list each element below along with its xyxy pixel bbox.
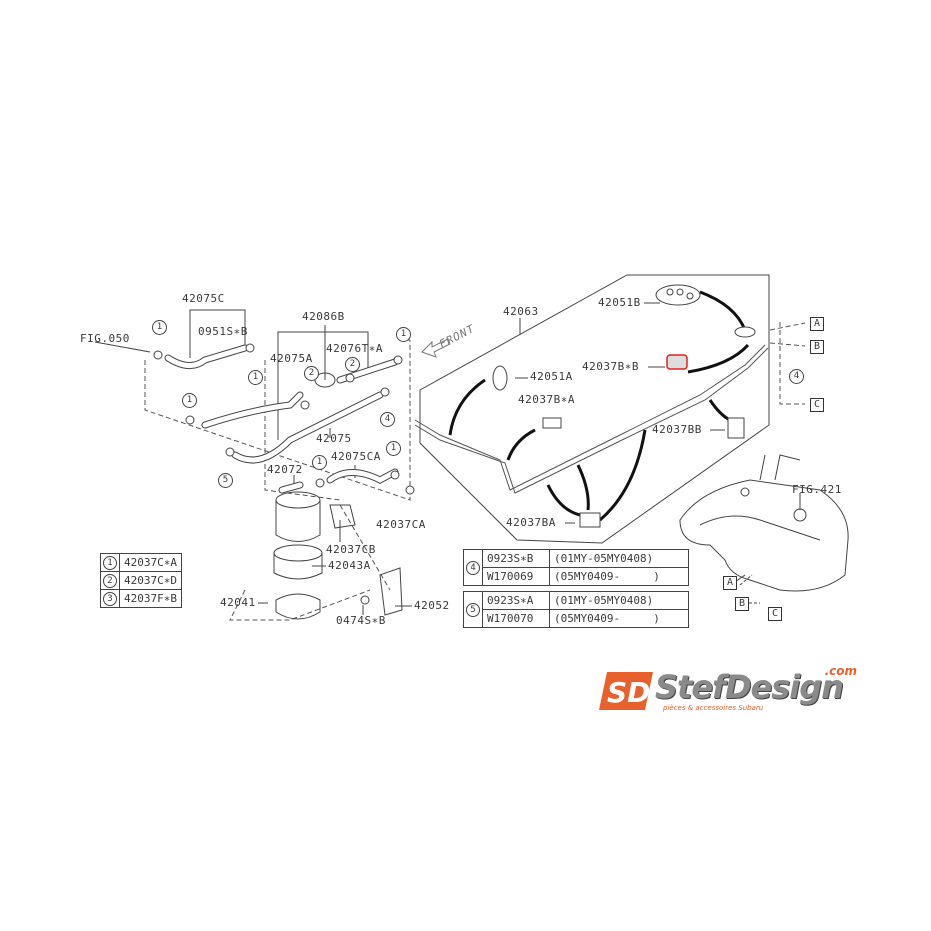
callout-4: 4 xyxy=(380,412,395,427)
part-label-42037CB: 42037CB xyxy=(326,543,376,556)
variant-number: 4 xyxy=(466,561,480,575)
variant-range: (01MY-05MY0408) xyxy=(549,549,690,568)
part-label-42063: 42063 xyxy=(503,305,539,318)
part-label-42051B: 42051B xyxy=(598,296,641,309)
variant-part: 0923S∗A xyxy=(482,591,550,610)
fuel-filter xyxy=(273,372,403,620)
pipe-clips-callout-lines xyxy=(448,290,750,522)
legend-number: 3 xyxy=(103,592,117,606)
callout-5: 5 xyxy=(218,473,233,488)
clip-parts xyxy=(492,284,756,528)
variant-range: (05MY0409- ) xyxy=(549,609,690,628)
svg-text:SD: SD xyxy=(607,676,650,709)
part-label-42037BA: 42037BA xyxy=(506,516,556,529)
variant-part: W170069 xyxy=(482,567,550,586)
highlighted-part-42037B-B xyxy=(666,354,688,370)
callout-4: 4 xyxy=(789,369,804,384)
part-label-42075A: 42075A xyxy=(270,352,313,365)
part-label-42076T-A: 42076T∗A xyxy=(326,342,383,355)
callout-1: 1 xyxy=(312,455,327,470)
part-label-42072: 42072 xyxy=(267,463,303,476)
variant-row: W170069(05MY0409- ) xyxy=(464,567,690,586)
front-arrow-icon xyxy=(421,338,451,358)
variant-number: 5 xyxy=(466,603,480,617)
connector-c: C xyxy=(768,607,782,621)
connector-b: B xyxy=(735,597,749,611)
clamps xyxy=(153,343,415,495)
legend-number: 2 xyxy=(103,574,117,588)
logo-tld: .com xyxy=(824,664,857,678)
callout-1: 1 xyxy=(152,320,167,335)
legend-part: 42037F∗B xyxy=(119,589,182,608)
logo-name: StefDesign xyxy=(655,668,844,706)
logo-tagline: pièces & accessoires Subaru xyxy=(663,704,764,712)
connector-a: A xyxy=(723,576,737,590)
connector-a: A xyxy=(810,317,824,331)
legend-part: 42037C∗D xyxy=(119,571,182,590)
part-label-42051A: 42051A xyxy=(530,370,573,383)
fuel-pipes xyxy=(414,344,769,494)
callout-2: 2 xyxy=(345,357,360,372)
part-label-42041: 42041 xyxy=(220,596,256,609)
part-label-42043A: 42043A xyxy=(328,559,371,572)
part-label-42086B: 42086B xyxy=(302,310,345,323)
part-label-42037CA: 42037CA xyxy=(376,518,426,531)
part-label-42052: 42052 xyxy=(414,599,450,612)
callout-2: 2 xyxy=(304,366,319,381)
fuel-line-assembly-outline xyxy=(419,274,770,544)
stefdesign-logo[interactable]: SD StefDesign .com pièces & accessoires … xyxy=(597,664,859,718)
part-label-42075: 42075 xyxy=(316,432,352,445)
legend-part: 42037C∗A xyxy=(119,553,182,572)
callout-1: 1 xyxy=(386,441,401,456)
part-label-42075C: 42075C xyxy=(182,292,225,305)
callout-1: 1 xyxy=(396,327,411,342)
variant-range: (05MY0409- ) xyxy=(549,567,690,586)
part-label-0474S-B: 0474S∗B xyxy=(336,614,386,627)
variant-range: (01MY-05MY0408) xyxy=(549,591,690,610)
part-label-42037B-B: 42037B∗B xyxy=(582,360,639,373)
part-label-42037B-A: 42037B∗A xyxy=(518,393,575,406)
callout-1: 1 xyxy=(182,393,197,408)
part-label-0951S-B: 0951S∗B xyxy=(198,325,248,338)
part-label-42037BB: 42037BB xyxy=(652,423,702,436)
connector-b: B xyxy=(810,340,824,354)
variant-row: W170070(05MY0409- ) xyxy=(464,609,690,628)
figure-ref-421[interactable]: FIG.421 xyxy=(792,483,842,496)
leader-lines xyxy=(94,302,801,615)
variant-part: W170070 xyxy=(482,609,550,628)
part-label-42075CA: 42075CA xyxy=(331,450,381,463)
connector-c: C xyxy=(810,398,824,412)
legend-number: 1 xyxy=(103,556,117,570)
variant-part: 0923S∗B xyxy=(482,549,550,568)
sd-logo-mark-icon: SD xyxy=(599,672,653,710)
fuel-tank xyxy=(679,454,849,592)
figure-ref-050[interactable]: FIG.050 xyxy=(80,332,130,345)
dashed-guides xyxy=(144,322,806,621)
callout-1: 1 xyxy=(248,370,263,385)
